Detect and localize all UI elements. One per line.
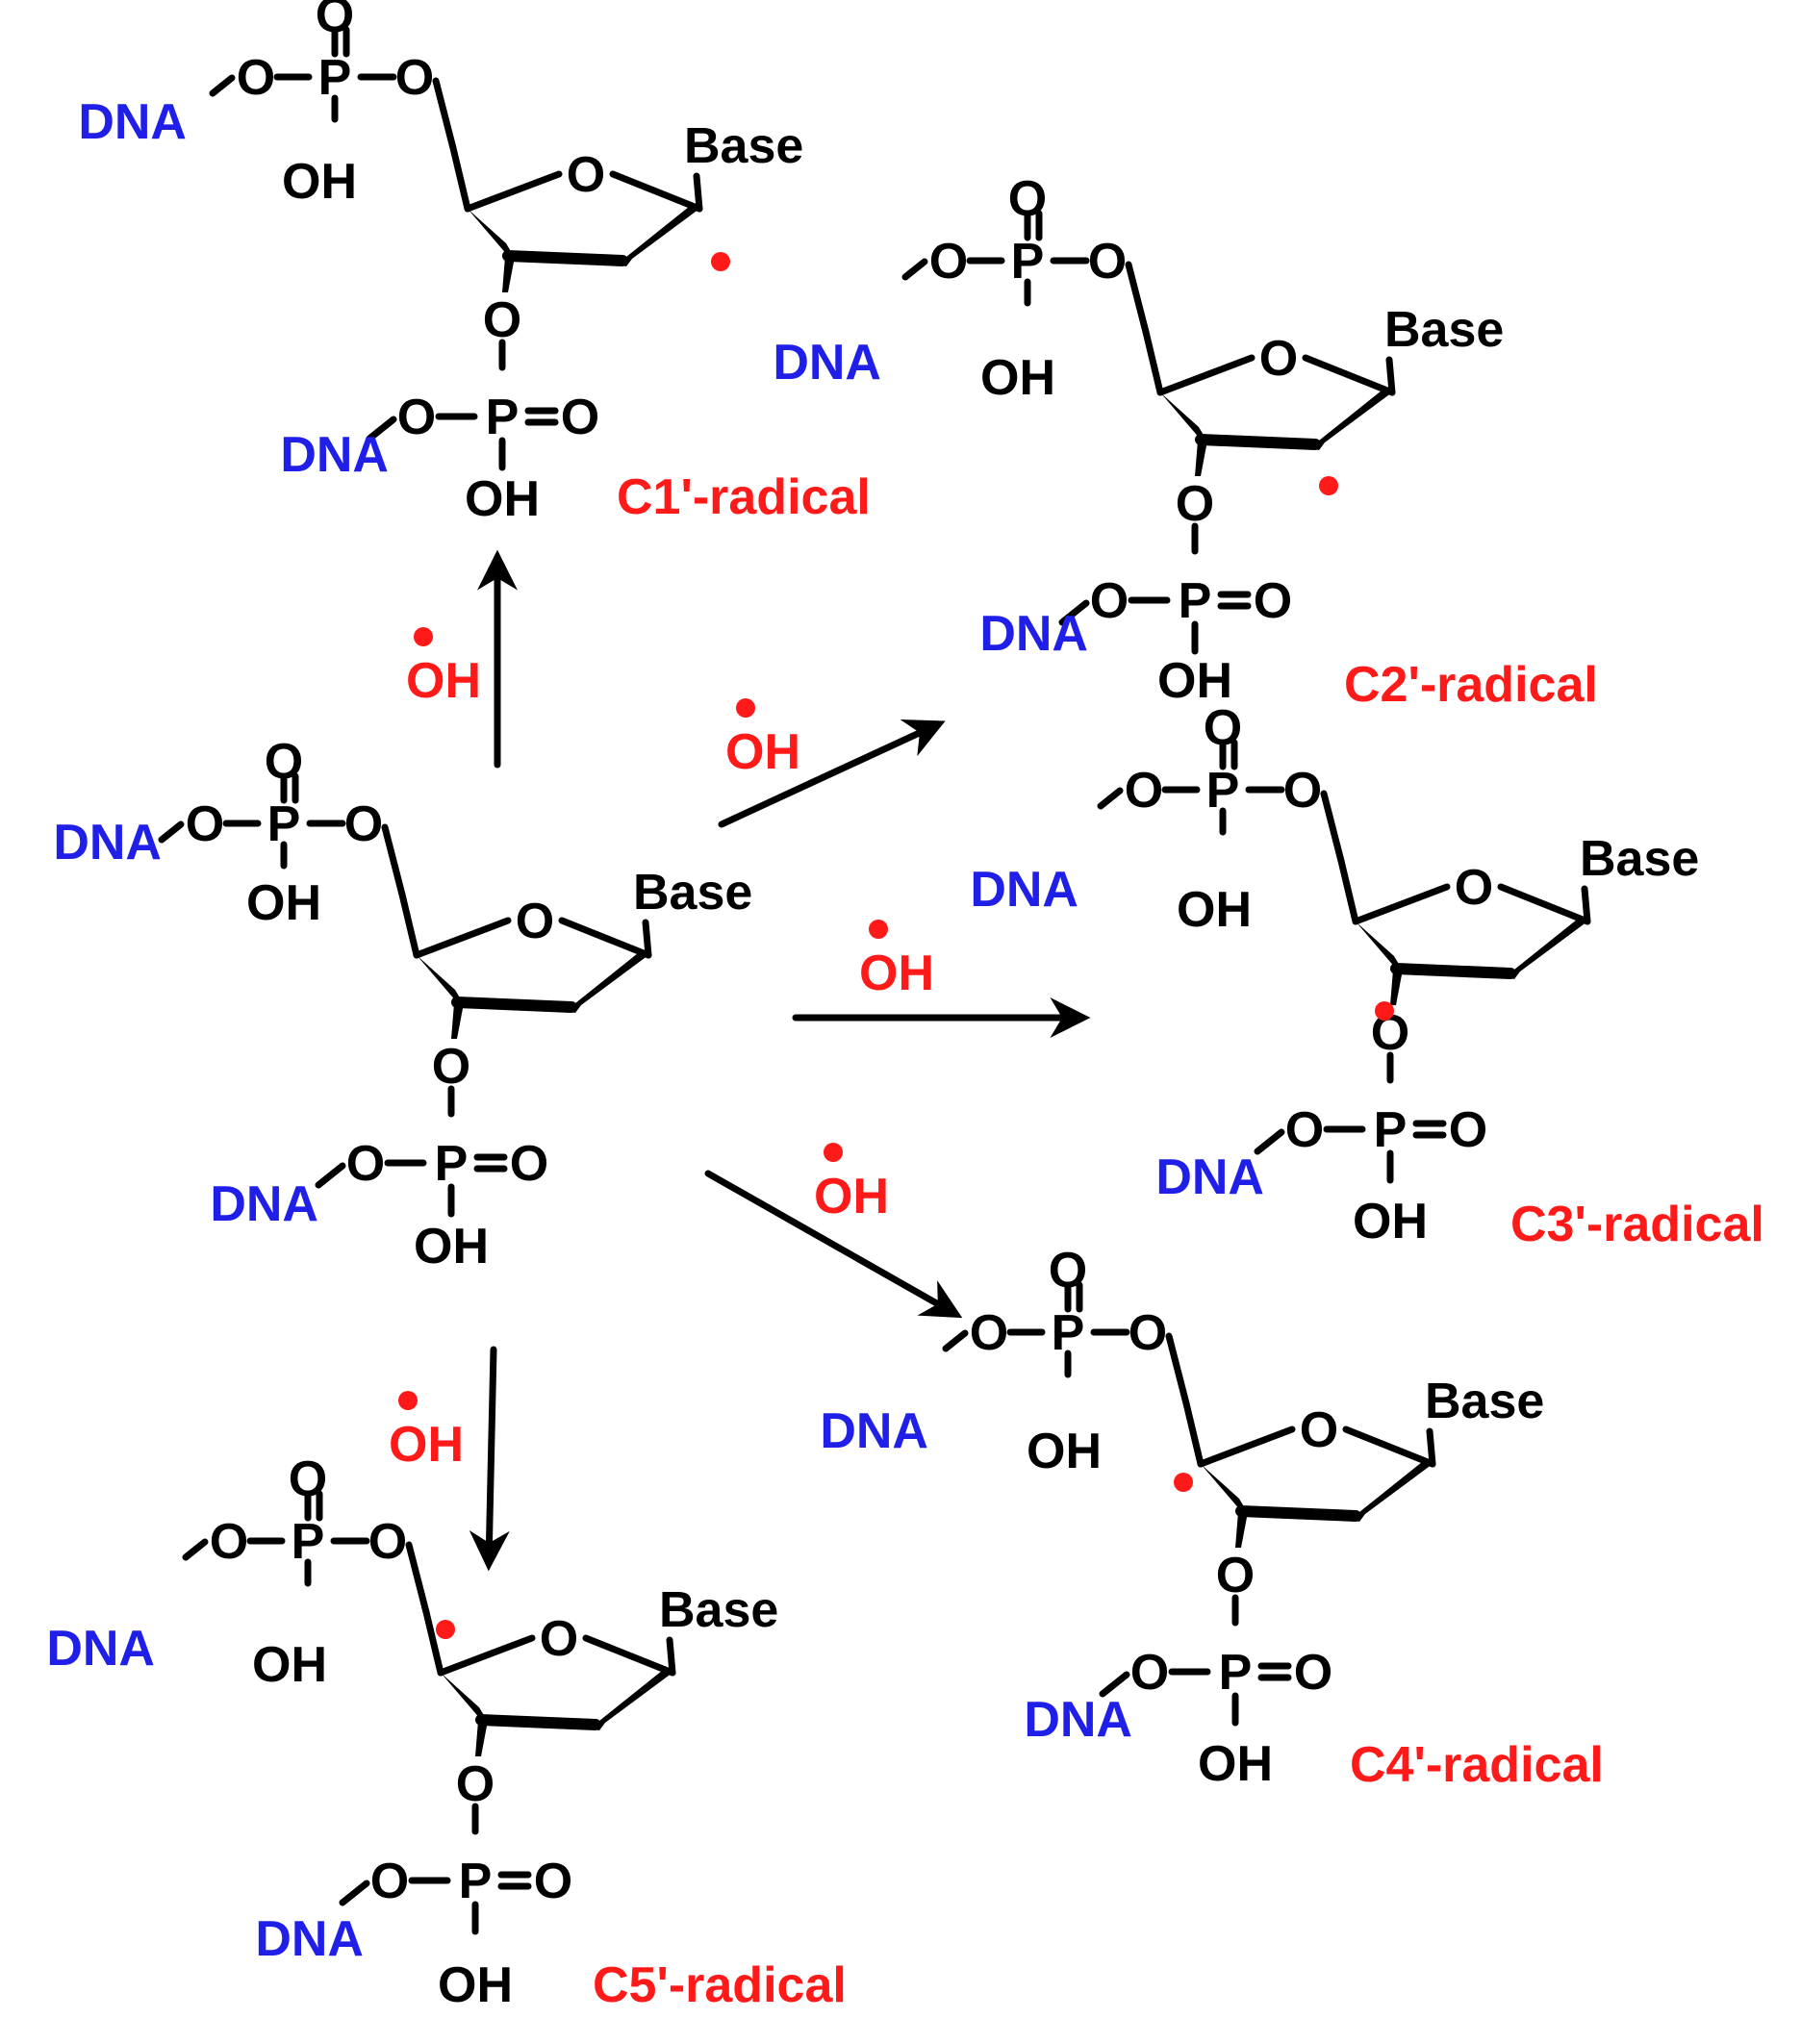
- radical-dot: [736, 698, 755, 718]
- oh-label: OH: [246, 875, 321, 931]
- radical-dot: [824, 1143, 843, 1162]
- starting-nucleotide: DNA OH Base DNA OH: [53, 734, 752, 1274]
- reagent-c3: OH: [859, 920, 934, 1001]
- c5-radical-product: DNA OH Base DNA OH C5'-radical: [46, 1451, 847, 2013]
- reagent-c1: OH: [406, 627, 481, 709]
- dna-label: DNA: [210, 1176, 318, 1232]
- oh-label: OH: [414, 1219, 489, 1274]
- c1-radical-product: DNA OH Base DNA OH C1'-radical: [78, 0, 871, 527]
- hydroxyl-radical-label: OH: [814, 1169, 889, 1224]
- dna-label: DNA: [255, 1911, 364, 1967]
- radical-dot: [414, 627, 433, 646]
- dna-label: DNA: [46, 1621, 155, 1677]
- dna-label: DNA: [979, 606, 1088, 662]
- oh-label: OH: [252, 1637, 327, 1693]
- dna-label: DNA: [78, 94, 187, 150]
- arrow-to-c5: [469, 1346, 510, 1572]
- reagent-c2: OH: [725, 698, 800, 780]
- base-label: Base: [1425, 1374, 1544, 1429]
- reagent-c4: OH: [814, 1143, 889, 1224]
- radical-dot: [1319, 476, 1338, 495]
- dna-label: DNA: [1155, 1149, 1264, 1205]
- radical-dot: [711, 252, 730, 271]
- product-label: C3'-radical: [1510, 1197, 1764, 1252]
- arrow-to-c2: [718, 719, 946, 828]
- oh-label: OH: [438, 1957, 513, 2013]
- oh-label: OH: [1198, 1736, 1273, 1792]
- radical-dot: [436, 1620, 455, 1639]
- dna-label: DNA: [970, 862, 1078, 918]
- radical-dot: [398, 1391, 418, 1410]
- hydroxyl-radical-label: OH: [406, 653, 481, 709]
- oh-label: OH: [980, 350, 1055, 406]
- product-label: C1'-radical: [617, 469, 871, 525]
- product-label: C2'-radical: [1344, 657, 1598, 713]
- dna-label: DNA: [773, 335, 881, 391]
- product-label: C4'-radical: [1350, 1737, 1604, 1793]
- base-label: Base: [633, 865, 752, 921]
- hydroxyl-radical-label: OH: [859, 946, 934, 1001]
- oh-label: OH: [1027, 1424, 1102, 1479]
- base-label: Base: [1580, 831, 1699, 887]
- c2-radical-product: DNA OH Base DNA OH C2'-radical: [773, 171, 1598, 713]
- c4-radical-product: DNA OH Base DNA OH C4'-radical: [820, 1243, 1604, 1793]
- dna-label: DNA: [280, 427, 389, 483]
- radical-dot: [1375, 1001, 1394, 1021]
- reagent-c5: OH: [389, 1391, 464, 1473]
- dna-label: DNA: [53, 815, 162, 871]
- reagent-labels: OH OH OH OH OH: [389, 627, 934, 1473]
- base-label: Base: [684, 118, 803, 174]
- base-label: Base: [659, 1582, 778, 1638]
- reaction-arrows: [469, 549, 1091, 1572]
- dna-label: DNA: [820, 1403, 928, 1459]
- oh-label: OH: [465, 471, 540, 527]
- oh-label: OH: [282, 154, 357, 210]
- oh-label: OH: [1177, 882, 1252, 938]
- dna-label: DNA: [1024, 1692, 1132, 1748]
- base-label: Base: [1384, 302, 1504, 358]
- c3-radical-product: DNA OH Base DNA OH C3'-radical: [970, 700, 1764, 1252]
- product-label: C5'-radical: [593, 1957, 847, 2013]
- radical-dot: [869, 920, 888, 939]
- hydroxyl-radical-label: OH: [389, 1417, 464, 1473]
- radical-dot: [1174, 1473, 1193, 1492]
- oh-label: OH: [1353, 1194, 1428, 1249]
- hydroxyl-radical-label: OH: [725, 724, 800, 780]
- arrow-to-c4: [704, 1170, 963, 1319]
